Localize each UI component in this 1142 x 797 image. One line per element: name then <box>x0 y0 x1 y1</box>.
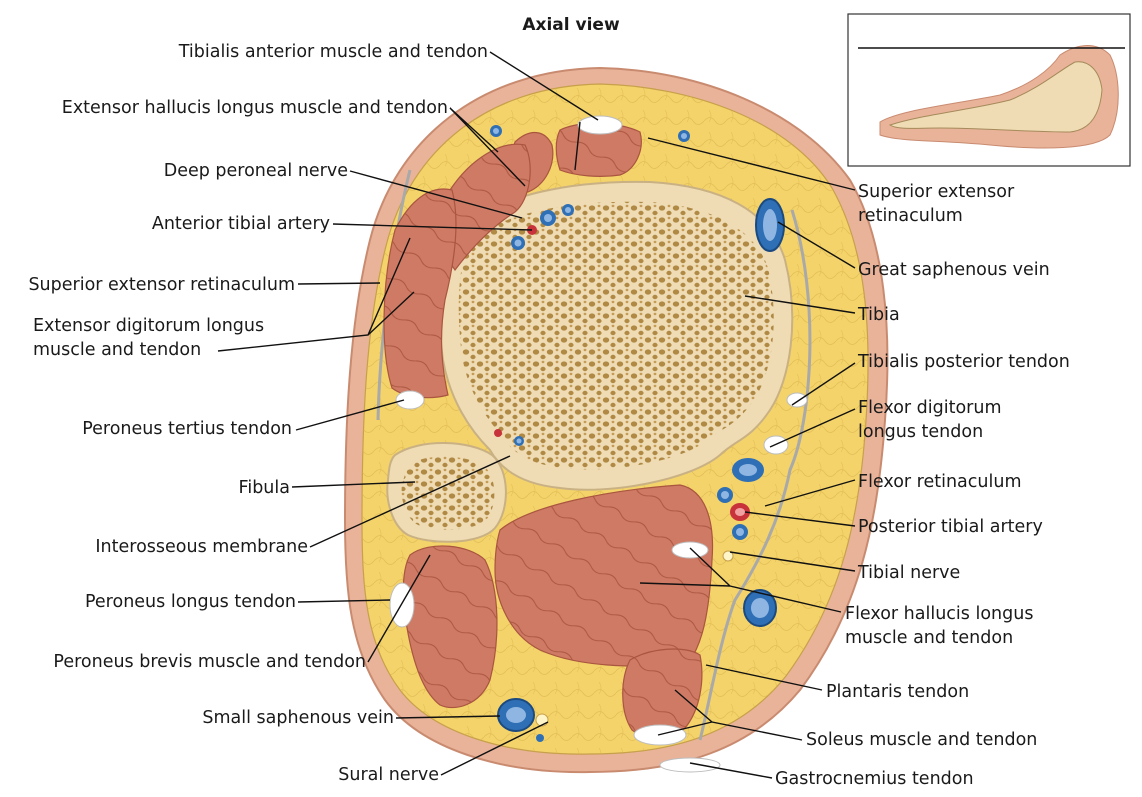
label-deep-peroneal-nerve: Deep peroneal nerve <box>164 161 348 181</box>
label-fibula: Fibula <box>239 478 290 498</box>
label-peroneus-tertius: Peroneus tertius tendon <box>82 419 292 439</box>
label-plantaris-tendon: Plantaris tendon <box>826 682 969 702</box>
label-sural-nerve: Sural nerve <box>338 765 439 785</box>
label-anterior-tibial-artery: Anterior tibial artery <box>152 214 330 234</box>
label-ext-digitorum-2: muscle and tendon <box>33 340 201 360</box>
label-soleus: Soleus muscle and tendon <box>806 730 1037 750</box>
label-tibia: Tibia <box>857 305 900 325</box>
label-superior-extensor-2: retinaculum <box>858 206 963 226</box>
label-ext-hallucis: Extensor hallucis longus muscle and tend… <box>62 98 448 118</box>
label-great-saphenous-vein: Great saphenous vein <box>858 260 1050 280</box>
label-tibialis-posterior-tendon: Tibialis posterior tendon <box>857 352 1070 372</box>
label-tibialis-anterior: Tibialis anterior muscle and tendon <box>178 42 488 62</box>
label-interosseous-membrane: Interosseous membrane <box>95 537 308 557</box>
label-gastrocnemius-tendon: Gastrocnemius tendon <box>775 769 974 789</box>
figure-title: Axial view <box>522 15 620 35</box>
label-superior-extensor-retinaculum-left: Superior extensor retinaculum <box>28 275 295 295</box>
label-flexor-digitorum-1: Flexor digitorum <box>858 398 1002 418</box>
label-flexor-digitorum-2: longus tendon <box>858 422 983 442</box>
label-tibial-nerve: Tibial nerve <box>857 563 960 583</box>
label-peroneus-longus: Peroneus longus tendon <box>85 592 296 612</box>
label-flexor-hallucis-2: muscle and tendon <box>845 628 1013 648</box>
label-peroneus-brevis: Peroneus brevis muscle and tendon <box>53 652 366 672</box>
label-posterior-tibial-artery: Posterior tibial artery <box>858 517 1043 537</box>
label-ext-digitorum-1: Extensor digitorum longus <box>33 316 264 336</box>
label-superior-extensor-1: Superior extensor <box>858 182 1015 202</box>
label-flexor-retinaculum: Flexor retinaculum <box>858 472 1022 492</box>
label-small-saphenous-vein: Small saphenous vein <box>202 708 394 728</box>
inset-foot-diagram <box>848 14 1130 166</box>
label-flexor-hallucis-1: Flexor hallucis longus <box>845 604 1033 624</box>
